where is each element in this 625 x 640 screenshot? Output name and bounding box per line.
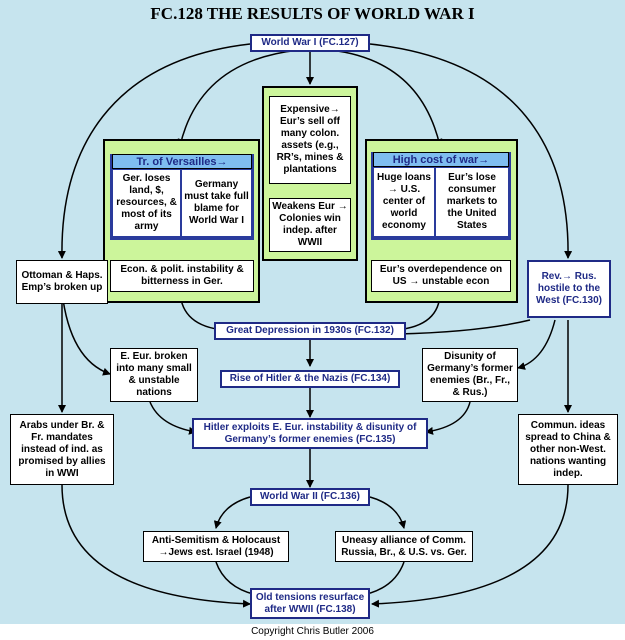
hitler-rise-node: Rise of Hitler & the Nazis (FC.134)	[220, 370, 400, 388]
alliance-node: Uneasy alliance of Comm. Russia, Br., & …	[335, 531, 473, 562]
cost-title: High cost of war→	[373, 152, 509, 167]
depression-node: Great Depression in 1930s (FC.132)	[214, 322, 406, 340]
versailles-title: Tr. of Versailles→	[112, 154, 252, 169]
versailles-right-cell: Germany must take full blame for World W…	[182, 170, 251, 236]
ww1-node: World War I (FC.127)	[250, 34, 370, 52]
hitler-exploits-node: Hitler exploits E. Eur. instability & di…	[192, 418, 428, 449]
ww2-node: World War II (FC.136)	[250, 488, 370, 506]
cost-left-cell: Huge loans → U.S. center of world econom…	[374, 168, 434, 236]
e-eur-node: E. Eur. broken into many small & unstabl…	[110, 348, 198, 402]
tensions-node: Old tensions resurface after WWII (FC.13…	[250, 588, 370, 619]
rev-russia-node: Rev.→ Rus. hostile to the West (FC.130)	[527, 260, 611, 318]
econ-instability-node: Econ. & polit. instability & bitterness …	[110, 260, 254, 292]
disunity-node: Disunity of Germany’s former enemies (Br…	[422, 348, 518, 402]
commun-node: Commun. ideas spread to China & other no…	[518, 414, 618, 485]
cost-right-cell: Eur’s lose consumer markets to the Unite…	[436, 168, 508, 236]
copyright-text: Copyright Chris Butler 2006	[251, 626, 374, 637]
weakens-node: Weakens Eur → Colonies win indep. after …	[269, 198, 351, 252]
expensive-node: Expensive→ Eur’s sell off many colon. as…	[269, 96, 351, 184]
arabs-node: Arabs under Br. & Fr. mandates instead o…	[10, 414, 114, 485]
page-title: FC.128 THE RESULTS OF WORLD WAR I	[150, 4, 475, 23]
ottoman-node: Ottoman & Haps. Emp’s broken up	[16, 260, 108, 304]
overdependence-node: Eur’s overdependence on US → unstable ec…	[371, 260, 511, 292]
versailles-left-cell: Ger. loses land, $, resources, & most of…	[113, 170, 180, 236]
antisemitism-node: Anti-Semitism & Holocaust →Jews est. Isr…	[143, 531, 289, 562]
